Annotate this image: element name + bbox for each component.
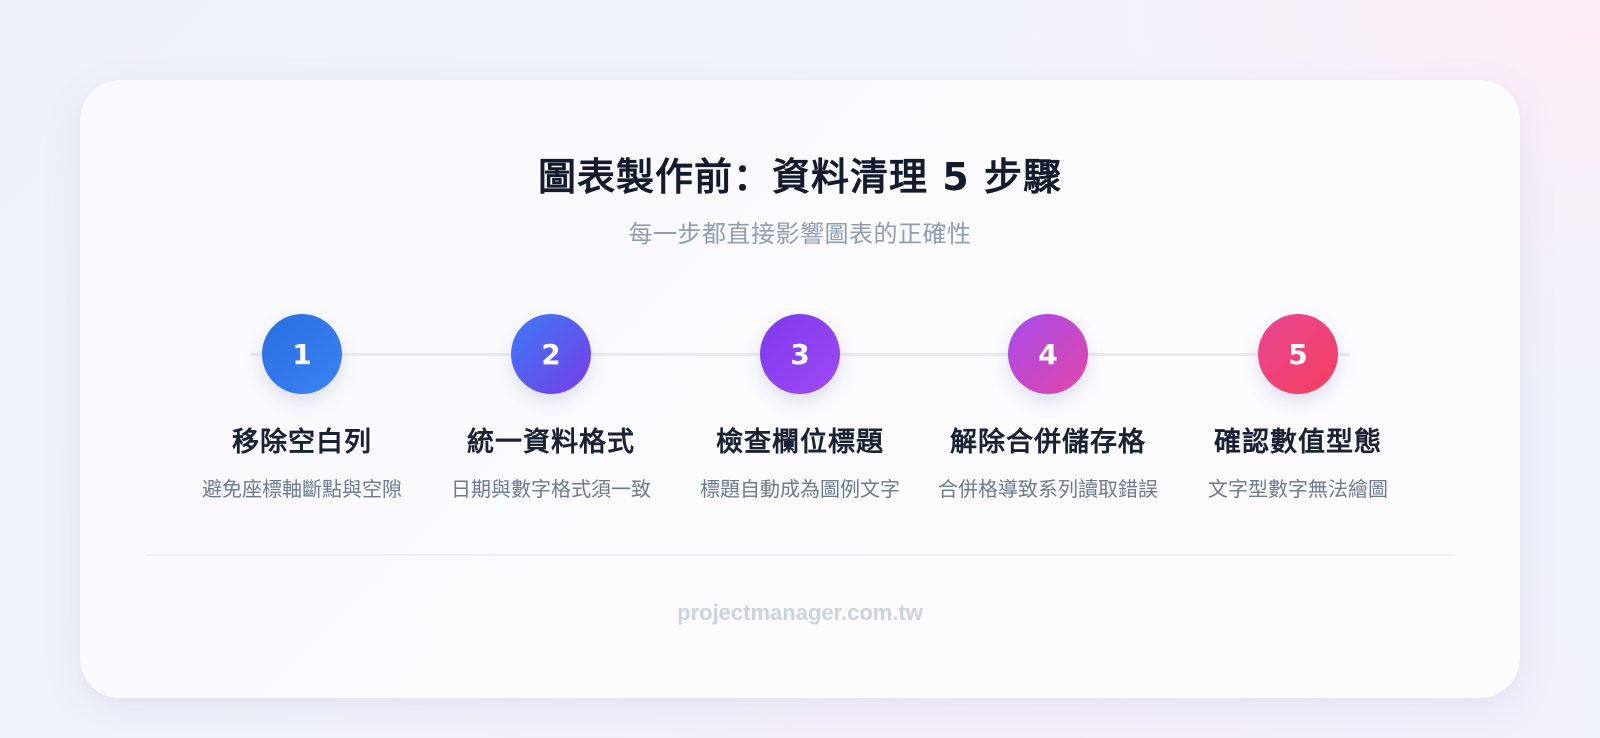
step-number: 3 [790, 337, 810, 371]
page-subtitle: 每一步都直接影響圖表的正確性 [628, 220, 972, 248]
footer-site-label: projectmanager.com.tw [677, 600, 923, 625]
step-3: 3 檢查欄位標題 標題自動成為圖例文字 [680, 314, 920, 502]
divider [146, 554, 1454, 556]
step-5: 5 確認數值型態 文字型數字無法繪圖 [1178, 314, 1418, 502]
step-description: 標題自動成為圖例文字 [700, 477, 900, 501]
step-number: 1 [292, 337, 312, 371]
step-number-badge: 3 [760, 314, 840, 394]
step-title: 統一資料格式 [467, 427, 635, 458]
infographic-card: 圖表製作前：資料清理 5 步驟 每一步都直接影響圖表的正確性 1 移除空白列 避… [80, 80, 1520, 698]
step-4: 4 解除合併儲存格 合併格導致系列讀取錯誤 [928, 314, 1168, 502]
step-title: 解除合併儲存格 [950, 427, 1146, 458]
step-description: 避免座標軸斷點與空隙 [202, 477, 402, 501]
step-description: 合併格導致系列讀取錯誤 [938, 477, 1158, 501]
step-number-badge: 2 [511, 314, 591, 394]
step-number: 2 [541, 337, 561, 371]
step-description: 日期與數字格式須一致 [451, 477, 651, 501]
step-number: 5 [1288, 337, 1308, 371]
step-number-badge: 4 [1008, 314, 1088, 394]
page-title: 圖表製作前：資料清理 5 步驟 [538, 155, 1062, 199]
step-title: 檢查欄位標題 [716, 427, 884, 458]
step-title: 移除空白列 [232, 427, 372, 458]
step-2: 2 統一資料格式 日期與數字格式須一致 [431, 314, 671, 502]
step-number-badge: 5 [1258, 314, 1338, 394]
step-number-badge: 1 [262, 314, 342, 394]
step-number: 4 [1038, 337, 1058, 371]
step-description: 文字型數字無法繪圖 [1208, 477, 1388, 501]
step-title: 確認數值型態 [1214, 427, 1382, 458]
step-1: 1 移除空白列 避免座標軸斷點與空隙 [182, 314, 422, 502]
